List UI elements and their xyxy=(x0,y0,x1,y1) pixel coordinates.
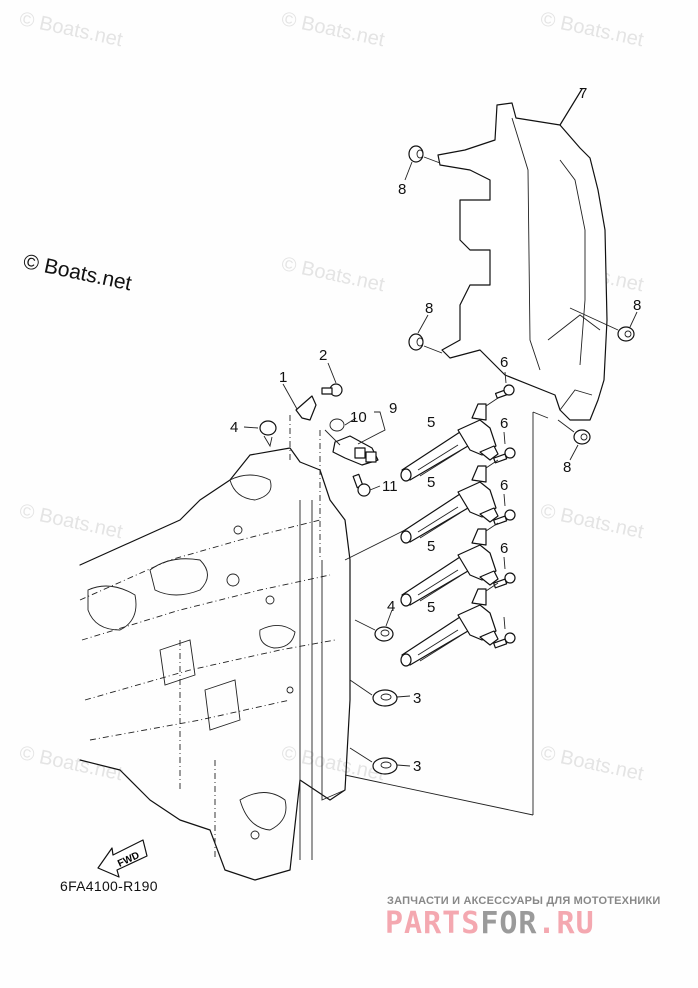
clamp-part-4 xyxy=(354,609,394,642)
callout-10: 10 xyxy=(350,409,367,426)
callout-2: 2 xyxy=(319,347,327,364)
callout-3: 3 xyxy=(413,690,421,707)
callout-4: 4 xyxy=(387,598,395,615)
callout-5: 5 xyxy=(427,599,435,616)
brand-tagline: ЗАПЧАСТИ И АКСЕССУАРЫ ДЛЯ МОТОТЕХНИКИ xyxy=(387,895,661,907)
callout-8: 8 xyxy=(425,300,433,317)
callout-5: 5 xyxy=(427,414,435,431)
callout-6: 6 xyxy=(500,415,508,432)
callout-11: 11 xyxy=(382,478,398,495)
callout-7: 7 xyxy=(579,85,587,102)
clamp-part-3 xyxy=(349,747,411,775)
bracket-part-1 xyxy=(282,383,317,460)
callout-1: 1 xyxy=(279,369,287,386)
brand-logo: PARTSFOR.RU xyxy=(385,906,595,941)
sensor-part-9 xyxy=(319,411,386,560)
callout-6: 6 xyxy=(500,540,508,557)
callout-8: 8 xyxy=(398,181,406,198)
fwd-arrow-icon: FWD xyxy=(97,839,148,878)
bolt-part-2 xyxy=(321,362,343,397)
callout-4: 4 xyxy=(230,419,238,436)
bolt-part-11 xyxy=(352,473,381,497)
callout-5: 5 xyxy=(427,474,435,491)
callout-6: 6 xyxy=(500,354,508,371)
brand-part-b: FOR xyxy=(480,906,538,941)
callout-9: 9 xyxy=(389,400,397,417)
ignition-coil-part-5 xyxy=(400,459,516,544)
ignition-coil-part-5 xyxy=(400,582,516,667)
brand-part-c: .RU xyxy=(537,906,595,941)
clamp-part-3 xyxy=(349,679,411,707)
clamp-part-4 xyxy=(243,420,277,448)
diagram-code: 6FA4100-R190 xyxy=(60,878,158,894)
ignition-coil-part-5 xyxy=(400,522,516,607)
brand-part-a: PARTS xyxy=(385,906,481,941)
callout-3: 3 xyxy=(413,758,421,775)
cover-part-7 xyxy=(437,88,608,421)
ignition-coil-part-5 xyxy=(400,397,516,482)
bolt-part-6 xyxy=(494,371,515,399)
callout-8: 8 xyxy=(563,459,571,476)
callout-8: 8 xyxy=(633,297,641,314)
grommet-part-8 xyxy=(408,314,443,354)
callout-6: 6 xyxy=(500,477,508,494)
grommet-part-8 xyxy=(569,307,638,342)
engine-block xyxy=(79,447,351,881)
callout-5: 5 xyxy=(427,538,435,555)
grommet-part-8 xyxy=(557,419,591,461)
grommet-part-8 xyxy=(404,145,441,181)
